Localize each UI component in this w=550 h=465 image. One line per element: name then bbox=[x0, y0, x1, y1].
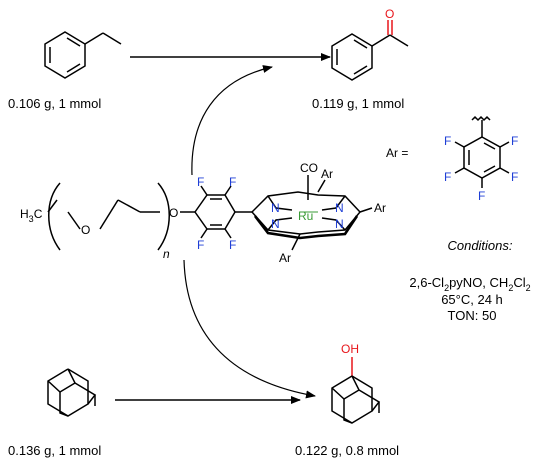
fluorine-label-2: F bbox=[229, 175, 236, 189]
top-product-amount: 0.119 g, 1 mmol bbox=[312, 96, 404, 111]
fluorine-label-1: F bbox=[197, 175, 204, 189]
pfp-fluorine-4: F bbox=[511, 170, 518, 184]
catalyst-to-top-curve bbox=[191, 65, 273, 176]
ether-oxygen-label: O bbox=[81, 223, 90, 237]
tetrafluorophenylene-ring bbox=[194, 185, 236, 239]
svg-text:H3C: H3C bbox=[20, 207, 43, 224]
bottom-substrate-amount: 0.136 g, 1 mmol bbox=[8, 443, 101, 458]
left-repeat-bracket bbox=[48, 182, 61, 251]
fluorine-label-4: F bbox=[229, 238, 236, 252]
right-repeat-bracket bbox=[157, 182, 170, 251]
fluorine-label-3: F bbox=[197, 238, 204, 252]
nitrogen-label-2: N bbox=[335, 201, 344, 215]
nitrogen-label-1: N bbox=[271, 201, 280, 215]
linker-oxygen-label: O bbox=[169, 206, 178, 220]
top-substrate-amount: 0.106 g, 1 mmol bbox=[8, 96, 101, 111]
adamantanol-structure bbox=[331, 357, 381, 424]
pfp-fluorine-1: F bbox=[444, 134, 451, 148]
pfp-fluorine-2: F bbox=[511, 134, 518, 148]
repeat-index-n: n bbox=[163, 247, 170, 261]
aryl-label-top: Ar bbox=[321, 167, 333, 181]
peg-chain-label: H3C bbox=[20, 207, 43, 224]
hydroxyl-label: OH bbox=[341, 342, 359, 356]
ar-definition-label: Ar = bbox=[386, 146, 408, 160]
peg-chain-bonds bbox=[47, 199, 195, 230]
methyl-c-label: C bbox=[34, 207, 43, 221]
pfp-fluorine-5: F bbox=[478, 189, 485, 203]
conditions-ton: TON: 50 bbox=[448, 308, 497, 323]
ethylbenzene-structure bbox=[44, 31, 122, 79]
aryl-label-bottom: Ar bbox=[279, 251, 291, 265]
ruthenium-label: Ru bbox=[298, 209, 313, 223]
methyl-h-label: H bbox=[20, 207, 29, 221]
conditions-reagents: 2,6-Cl2pyNO, CH2Cl2 bbox=[409, 275, 530, 293]
adamantane-structure bbox=[47, 368, 97, 417]
ketone-oxygen-label: O bbox=[385, 7, 394, 21]
acetophenone-structure bbox=[331, 20, 409, 81]
methyl-subscript: 3 bbox=[29, 214, 34, 224]
bottom-product-amount: 0.122 g, 0.8 mmol bbox=[295, 443, 399, 458]
pfp-fluorine-3: F bbox=[444, 170, 451, 184]
nitrogen-label-3: N bbox=[271, 217, 280, 231]
conditions-temperature-time: 65°C, 24 h bbox=[441, 292, 503, 307]
porphyrin-macrocycle bbox=[235, 175, 373, 251]
aryl-label-right: Ar bbox=[374, 201, 386, 215]
carbonyl-ligand-label: CO bbox=[300, 161, 318, 175]
nitrogen-label-4: N bbox=[335, 217, 344, 231]
pentafluorophenyl-structure bbox=[454, 115, 510, 188]
conditions-heading: Conditions: bbox=[447, 238, 512, 253]
catalyst-to-bottom-curve bbox=[183, 259, 316, 399]
